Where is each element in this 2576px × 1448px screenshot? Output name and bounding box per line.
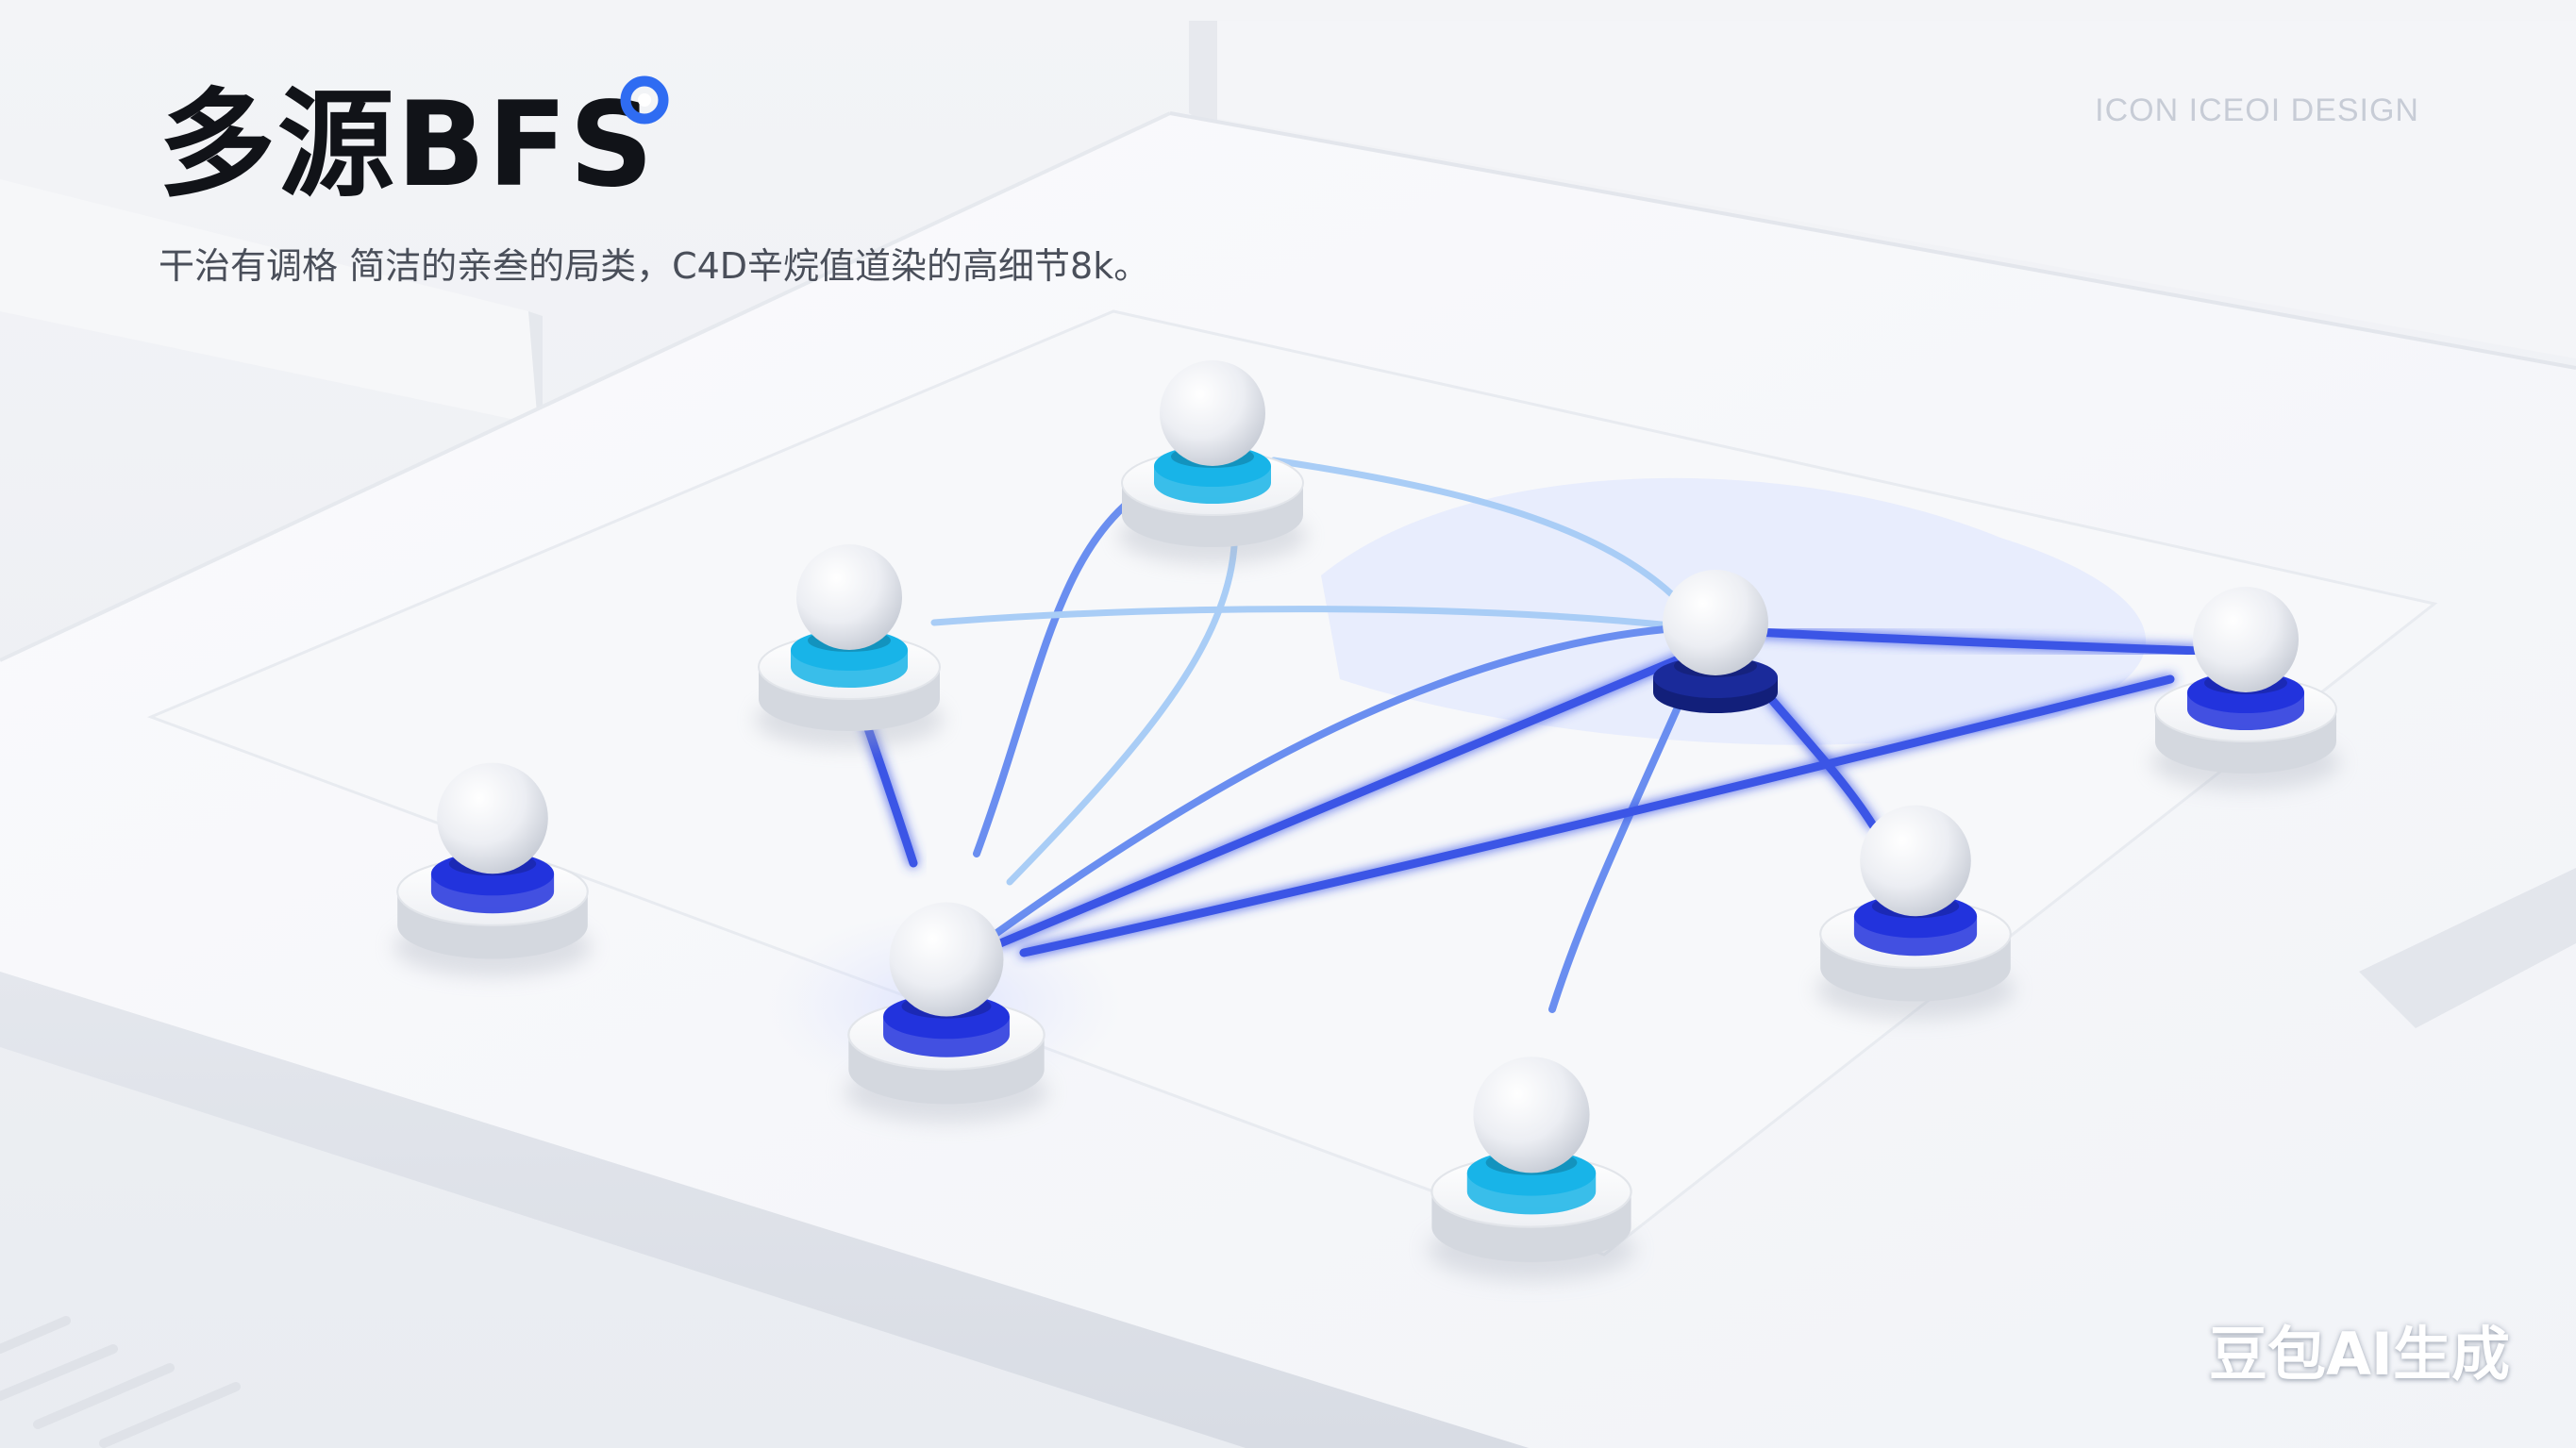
watermark: 豆包AI生成: [2208, 1320, 2510, 1389]
node-source: [845, 902, 1048, 1123]
node-upper-left-circle: [796, 544, 902, 650]
vent-lines: [0, 1316, 241, 1448]
node-top-circle: [1160, 360, 1265, 466]
node-top: [1118, 360, 1307, 564]
edge-top-hub: [1270, 457, 1702, 626]
page-title: 多源BFS: [159, 77, 656, 213]
brand-label: ICON ICEOI DESIGN: [2095, 92, 2419, 128]
node-far-left-circle: [437, 762, 548, 874]
page-subtitle: 干治有调格 简洁的亲叁的局类，C4D辛烷值道染的高细节8k。: [159, 245, 1150, 287]
edge-hub-source: [992, 624, 1693, 938]
node-hub: [1653, 570, 1778, 713]
node-bottom: [1428, 1057, 1635, 1281]
node-bottom-circle: [1473, 1057, 1590, 1173]
back-block: [1189, 21, 2576, 358]
node-mid-right-circle: [1860, 805, 1971, 917]
edge-hub-right: [1750, 627, 2203, 656]
edge-upper-left-hub: [930, 606, 1693, 631]
node-mid-right: [1816, 805, 2015, 1020]
left-ledge: [0, 179, 543, 426]
node-upper-left: [755, 544, 944, 748]
ring-icon: [620, 75, 669, 125]
graph-nodes: [393, 360, 2340, 1281]
node-hub-ellipse: [1653, 657, 1778, 698]
edge-hub-bottom: [1548, 657, 1702, 1013]
node-source-circle: [889, 902, 1004, 1017]
edge-hub-source: [995, 646, 1703, 948]
node-right-circle: [2193, 587, 2299, 692]
node-right: [2151, 587, 2340, 791]
node-far-left: [393, 762, 592, 977]
edge-right-source: [1019, 674, 2175, 957]
node-hub-circle: [1663, 570, 1768, 675]
